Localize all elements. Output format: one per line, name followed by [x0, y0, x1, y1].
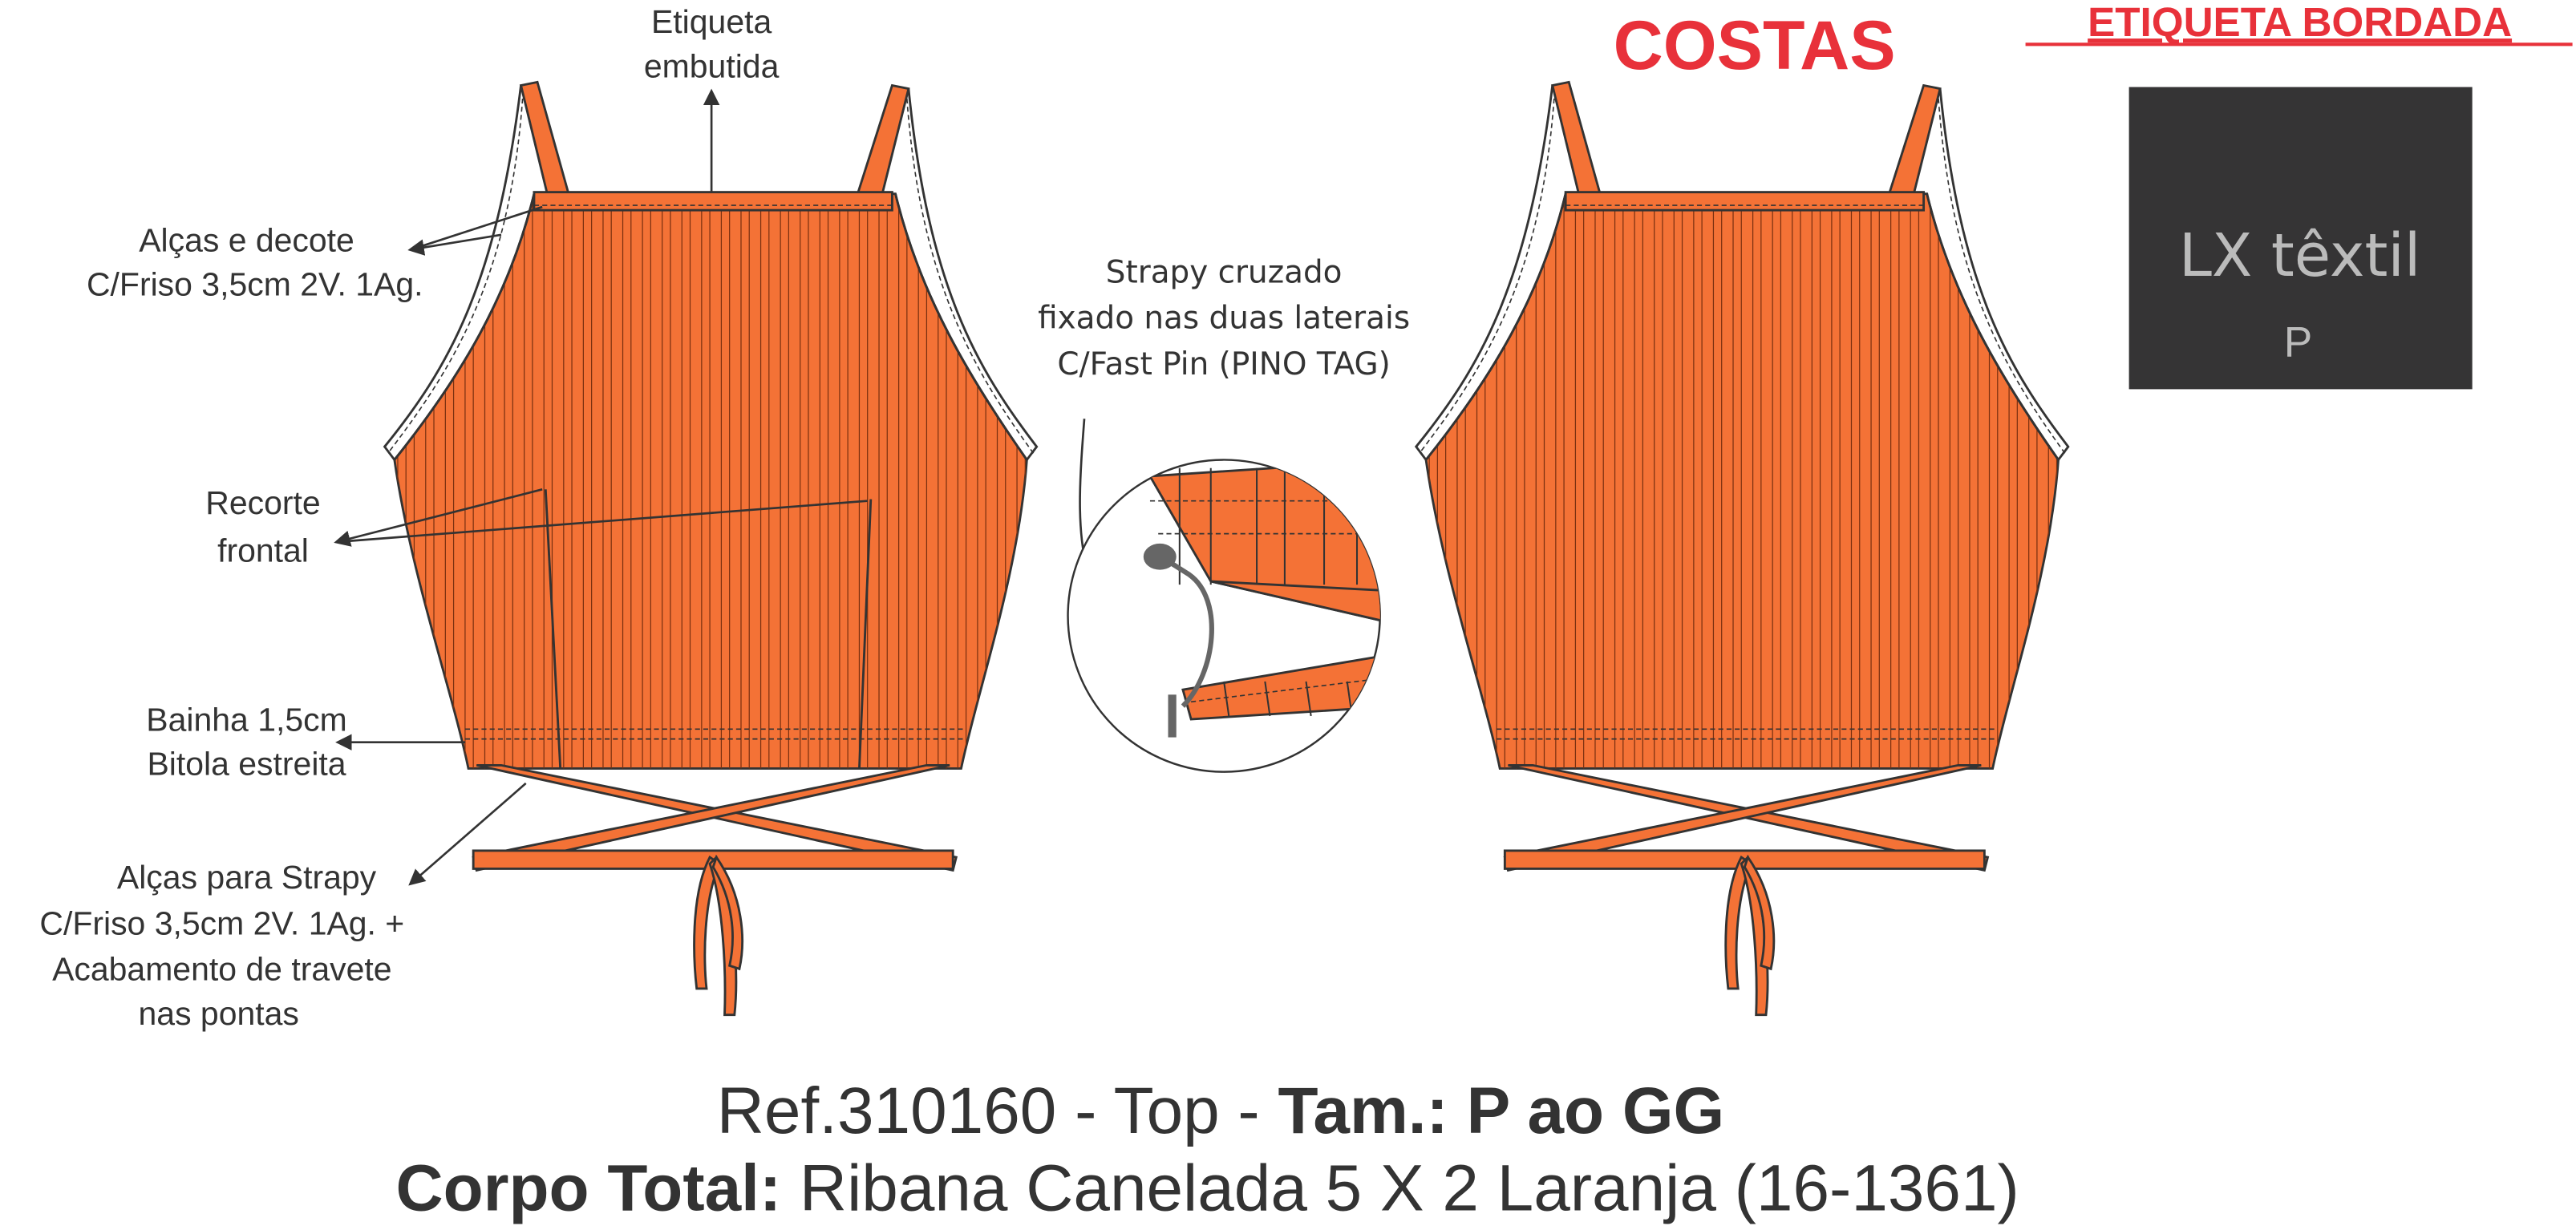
svg-text:frontal: frontal — [217, 532, 309, 568]
annotation-bainha: Bainha 1,5cm Bitola estreita — [146, 701, 346, 782]
svg-text:C/Friso 3,5cm 2V. 1Ag. +: C/Friso 3,5cm 2V. 1Ag. + — [39, 904, 404, 941]
label-title: ETIQUETA BORDADA — [2088, 0, 2512, 45]
front-seam-right — [858, 499, 873, 769]
svg-text:Strapy cruzado: Strapy cruzado — [1106, 254, 1343, 290]
svg-text:Recorte: Recorte — [205, 484, 320, 521]
svg-text:Etiqueta: Etiqueta — [651, 3, 772, 40]
annotation-recorte: Recorte frontal — [205, 484, 320, 568]
svg-text:C/Fast Pin (PINO TAG): C/Fast Pin (PINO TAG) — [1057, 346, 1390, 382]
annotation-alcas-decote: Alças e decote C/Friso 3,5cm 2V. 1Ag. — [87, 221, 423, 302]
svg-text:Acabamento de travete: Acabamento de travete — [52, 951, 391, 988]
footer-material: Corpo Total: Ribana Canelada 5 X 2 Laran… — [395, 1151, 2019, 1224]
svg-text:Alças para Strapy: Alças para Strapy — [117, 859, 377, 896]
front-seam-left — [544, 489, 562, 769]
annotation-alcas-strapy: Alças para Strapy C/Friso 3,5cm 2V. 1Ag.… — [39, 859, 404, 1032]
fast-pin-detail — [1067, 459, 1381, 773]
label-brand: LX têxtil — [2179, 222, 2420, 290]
back-title: COSTAS — [1614, 7, 1896, 84]
svg-text:Alças e decote: Alças e decote — [139, 221, 354, 258]
svg-text:fixado nas duas laterais: fixado nas duas laterais — [1038, 301, 1410, 337]
svg-text:nas pontas: nas pontas — [139, 995, 299, 1032]
svg-text:Bitola estreita: Bitola estreita — [147, 746, 346, 783]
pin-head-icon — [1143, 543, 1177, 570]
pin-tag-icon — [1168, 694, 1177, 738]
footer-reference: Ref.310160 - Top - Tam.: P ao GG — [717, 1074, 1724, 1147]
embroidered-label: LX têxtil P — [2128, 87, 2473, 390]
annotation-etiqueta: Etiqueta embutida — [644, 3, 780, 84]
annotation-strapy-detail: Strapy cruzado fixado nas duas laterais … — [1038, 254, 1410, 382]
front-view — [385, 82, 1037, 1014]
svg-text:Bainha 1,5cm: Bainha 1,5cm — [146, 701, 346, 738]
back-view — [1416, 82, 2068, 1014]
svg-text:C/Friso 3,5cm 2V. 1Ag.: C/Friso 3,5cm 2V. 1Ag. — [87, 266, 423, 303]
label-size: P — [2284, 318, 2313, 366]
svg-text:embutida: embutida — [644, 47, 780, 84]
